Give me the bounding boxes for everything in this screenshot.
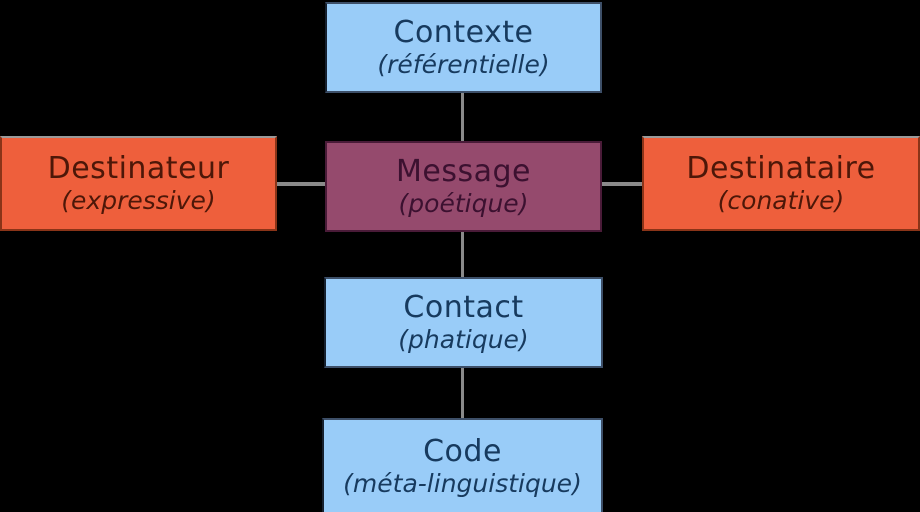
node-label: Destinateur — [47, 151, 230, 187]
node-function: (phatique) — [398, 325, 529, 355]
connector-contact-code — [461, 367, 464, 419]
node-label: Destinataire — [686, 151, 876, 187]
node-contexte: Contexte (référentielle) — [325, 2, 602, 93]
node-destinataire: Destinataire (conative) — [642, 136, 920, 231]
connector-message-destinataire — [601, 182, 643, 186]
node-function: (méta-linguistique) — [343, 468, 582, 498]
connector-contexte-message — [461, 92, 464, 142]
node-function: (référentielle) — [377, 50, 550, 80]
node-contact: Contact (phatique) — [324, 277, 603, 368]
connector-destinateur-message — [276, 182, 326, 186]
connector-message-contact — [461, 231, 464, 278]
node-label: Message — [396, 154, 531, 190]
node-function: (poétique) — [398, 189, 529, 219]
node-label: Contact — [403, 290, 524, 326]
node-label: Code — [423, 433, 502, 469]
node-label: Contexte — [393, 15, 534, 51]
node-code: Code (méta-linguistique) — [322, 418, 603, 512]
node-function: (conative) — [717, 186, 845, 216]
node-message: Message (poétique) — [325, 141, 602, 232]
node-destinateur: Destinateur (expressive) — [0, 136, 277, 231]
node-function: (expressive) — [61, 186, 216, 216]
